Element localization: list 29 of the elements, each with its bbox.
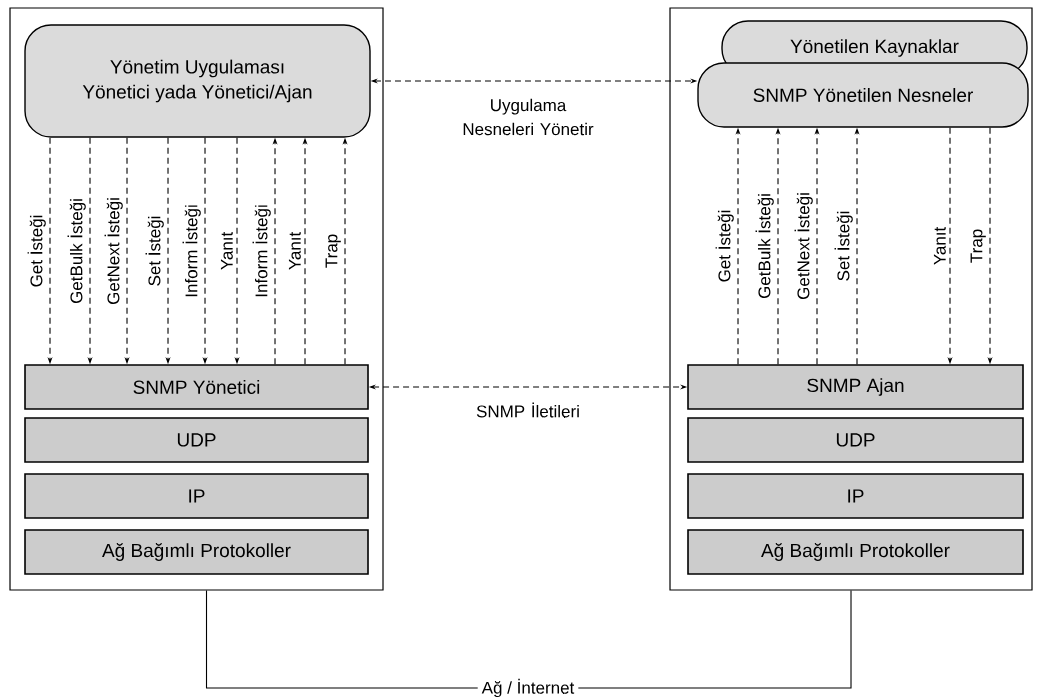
edge-label: Yanıt: [288, 231, 301, 270]
edge-label: GetNext İsteği: [104, 198, 123, 304]
edge-label: Trap: [325, 234, 341, 268]
edge-label: Yanıt: [933, 226, 946, 265]
edge-label: GetNext İsteği: [794, 193, 813, 299]
edge-label: GetBulk İsteği: [67, 199, 86, 304]
layer-box: SNMP Yönetici: [24, 364, 369, 410]
edge-label: Set İsteği: [145, 216, 164, 286]
layer-box: IP: [687, 473, 1024, 519]
edge-label: Inform İsteği: [182, 205, 201, 297]
edge-label: Get İsteği: [27, 215, 46, 287]
layer-box: Ağ Bağımlı Protokoller: [687, 529, 1024, 575]
layer-box: UDP: [687, 417, 1024, 463]
edge-label: SNMP İletileri: [476, 402, 579, 418]
application-box: SNMP Yönetilen Nesneler: [697, 62, 1029, 128]
layer-box: Ağ Bağımlı Protokoller: [24, 529, 369, 575]
layer-box: UDP: [24, 417, 369, 463]
application-box: Yönetim Uygulaması Yönetici yada Yönetici/Ajan: [24, 24, 371, 138]
edge-label: Uygulama Nesneleri Yönetir: [463, 98, 594, 136]
node-label: Yönetilen Kaynaklar: [790, 39, 959, 57]
edge-label: Inform İsteği: [252, 205, 271, 297]
layer-box: IP: [24, 473, 369, 519]
layer-box: SNMP Ajan: [687, 364, 1024, 410]
edge-label: Trap: [970, 229, 986, 263]
edge-label: GetBulk İsteği: [755, 194, 774, 299]
edge-label: Ağ / İnternet: [477, 674, 579, 700]
edge-label: Set İsteği: [834, 211, 853, 281]
edge-label: Get İsteği: [715, 210, 734, 282]
edge-label: Yanıt: [220, 231, 233, 270]
